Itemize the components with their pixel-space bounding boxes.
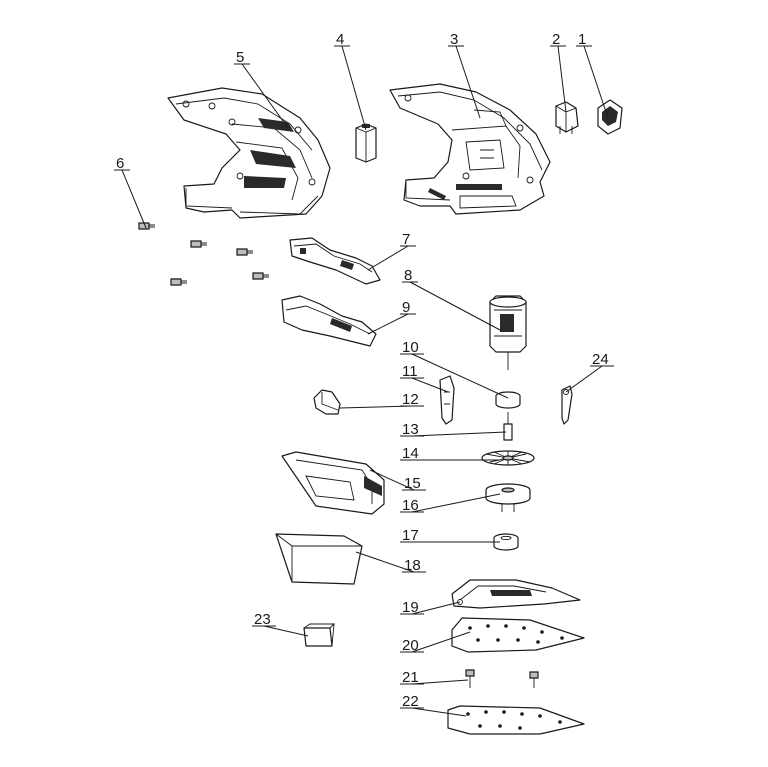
leader-lines	[114, 45, 614, 717]
callout-11: 11	[402, 363, 418, 380]
callout-20: 20	[402, 637, 419, 654]
part-18-dust-box	[275, 533, 363, 585]
part-2-switch	[555, 101, 579, 134]
callout-4: 4	[336, 31, 344, 48]
callout-23: 23	[254, 611, 271, 628]
part-21-screws	[465, 669, 539, 688]
callout-22: 22	[402, 693, 419, 710]
callout-18: 18	[404, 557, 421, 574]
part-22-sanding-sheet	[447, 705, 585, 735]
callout-6: 6	[116, 155, 124, 172]
callout-7: 7	[402, 231, 410, 248]
callout-14: 14	[402, 445, 419, 462]
part-5-left-housing	[167, 87, 331, 219]
callout-10: 10	[402, 339, 419, 356]
callout-21: 21	[402, 669, 419, 686]
part-11-lever	[439, 375, 455, 425]
callout-19: 19	[402, 599, 419, 616]
part-23-block	[303, 623, 336, 647]
part-24-pin	[561, 385, 573, 425]
part-4-block	[355, 123, 377, 163]
part-8-motor	[489, 295, 527, 370]
part-19-base	[451, 579, 581, 609]
callout-3: 3	[450, 31, 458, 48]
part-1-switch-button	[597, 99, 623, 135]
part-6-screws	[138, 222, 269, 286]
part-3-right-housing	[389, 83, 551, 215]
callout-1: 1	[578, 31, 586, 48]
part-10-bearing	[495, 391, 521, 409]
callout-15: 15	[404, 475, 421, 492]
part-16-eccentric	[485, 483, 531, 512]
callout-16: 16	[402, 497, 419, 514]
callout-8: 8	[404, 267, 412, 284]
part-17-bearing	[493, 533, 519, 551]
callout-12: 12	[402, 391, 419, 408]
part-15-dust-frame	[281, 451, 385, 515]
part-13-shaft	[503, 412, 513, 441]
callout-17: 17	[402, 527, 419, 544]
callout-2: 2	[552, 31, 560, 48]
part-20-pad	[451, 617, 585, 653]
callout-5: 5	[236, 49, 244, 66]
part-7-bracket	[289, 237, 381, 285]
part-14-fan	[481, 450, 535, 466]
callout-numbers: 1 2 3 4 5 6 7 8 9 10 11 12 13 14 15 16 1…	[116, 31, 609, 710]
callout-13: 13	[402, 421, 419, 438]
callout-24: 24	[592, 351, 609, 368]
part-12-bracket	[313, 389, 341, 415]
part-9-cover	[281, 295, 377, 347]
callout-9: 9	[402, 299, 410, 316]
